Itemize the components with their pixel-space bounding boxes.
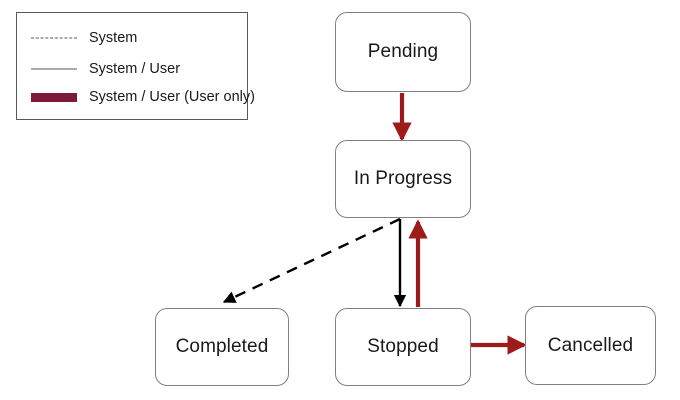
state-node-in-progress[interactable]: In Progress [335, 140, 471, 218]
legend-item-system-user-user-only: System / User (User only) [17, 84, 255, 110]
state-node-label: Pending [367, 41, 439, 62]
state-node-label: Cancelled [547, 334, 634, 356]
edge-inprogress-to-completed [222, 217, 401, 304]
state-node-label: Stopped [367, 336, 439, 357]
legend-thick-line-icon [31, 90, 77, 104]
state-node-cancelled[interactable]: Cancelled [525, 306, 656, 385]
legend-item-label: System / User [89, 61, 181, 77]
state-node-label: Completed [175, 336, 269, 357]
state-node-completed[interactable]: Completed [155, 308, 289, 386]
legend-item-label: System / User (User only) [89, 89, 255, 105]
legend-item-system-user: System / User [17, 56, 247, 82]
legend-solid-line-icon [31, 62, 77, 76]
state-node-stopped[interactable]: Stopped [335, 308, 471, 386]
state-node-label: In Progress [353, 168, 453, 189]
legend-item-system: System [17, 25, 247, 51]
legend: System System / User System / User (User… [16, 12, 255, 120]
state-node-pending[interactable]: Pending [335, 12, 471, 92]
legend-dashed-line-icon [31, 31, 77, 45]
legend-item-label: System [89, 30, 138, 46]
